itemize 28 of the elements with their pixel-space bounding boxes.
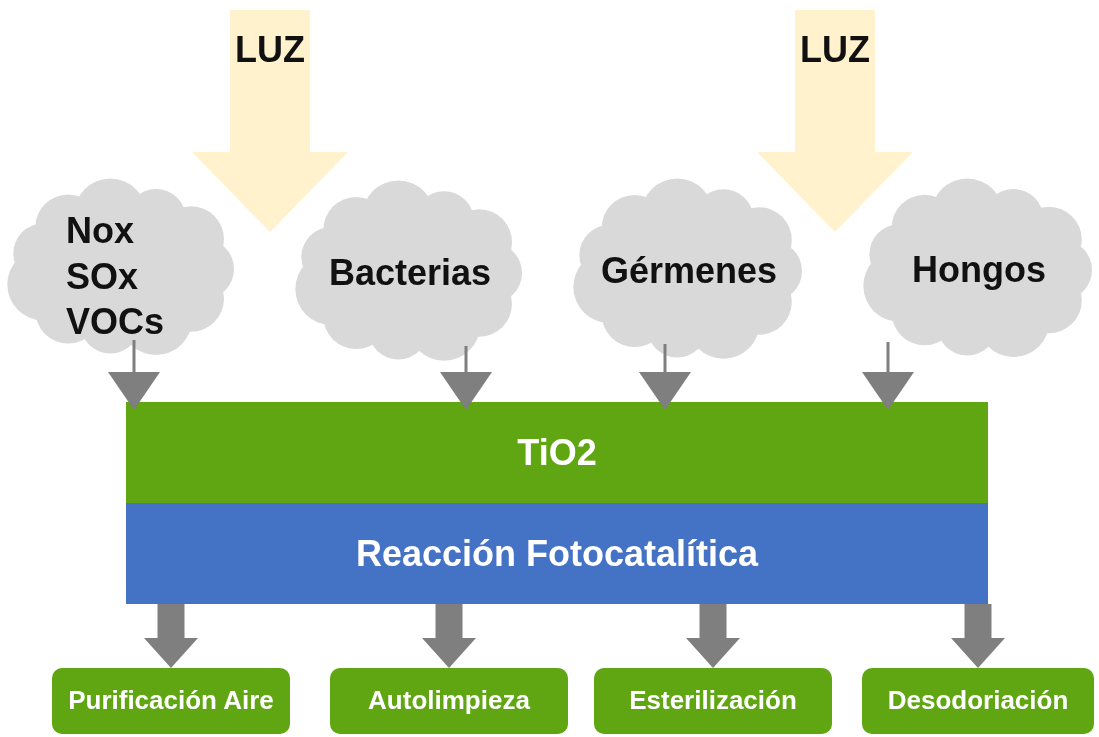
result-box (594, 668, 832, 734)
result-label: Autolimpieza (367, 686, 531, 716)
layer-band (126, 503, 988, 604)
result-label: Desodoriación (886, 686, 1070, 716)
cloud-label: Gérmenes (599, 249, 779, 293)
arrow (639, 344, 691, 410)
arrow (440, 346, 492, 410)
cloud-label: Nox SOx VOCs (66, 209, 166, 345)
light-arrow (192, 10, 348, 232)
light-arrow (757, 10, 913, 232)
result-box (330, 668, 568, 734)
result-box (52, 668, 290, 734)
arrow (951, 604, 1005, 668)
result-box (862, 668, 1094, 734)
cloud-label: Hongos (911, 248, 1047, 292)
result-label: Esterilización (628, 686, 798, 716)
result-label: Purificación Aire (67, 686, 275, 716)
light-label: LUZ (799, 28, 871, 72)
band-label: TiO2 (516, 430, 598, 474)
light-label: LUZ (234, 28, 306, 72)
arrow (144, 604, 198, 668)
arrow (422, 604, 476, 668)
arrow (862, 342, 914, 410)
layer-band (126, 402, 988, 503)
cloud-label: Bacterias (327, 251, 493, 295)
arrow (686, 604, 740, 668)
band-label: Reacción Fotocatalítica (354, 531, 760, 575)
arrow (108, 340, 160, 410)
